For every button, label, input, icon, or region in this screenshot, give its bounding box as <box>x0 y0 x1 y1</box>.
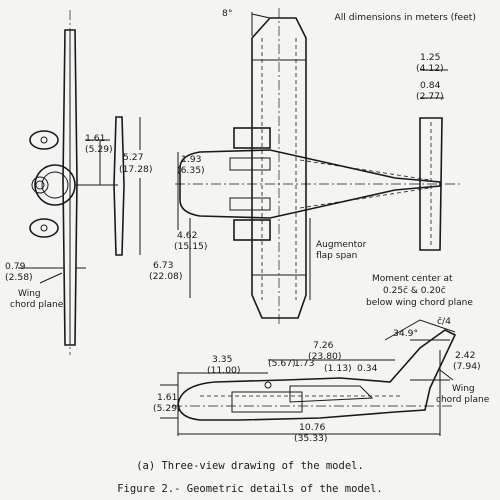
augmentor-label-1: Augmentor <box>316 240 367 250</box>
dim-349-deg: 34.9° <box>393 328 418 339</box>
dim-529-side: (5.29) <box>153 403 181 414</box>
dim-113: (1.13) <box>324 363 352 374</box>
dim-1728: (17.28) <box>119 164 152 175</box>
moment-label-3: below wing chord plane <box>366 298 473 308</box>
angle-8: 8° <box>222 8 232 19</box>
dim-161-front: 1.61 <box>85 133 105 144</box>
front-view <box>18 10 125 355</box>
dim-726: 7.26 <box>313 340 334 351</box>
top-view <box>175 8 460 325</box>
caption-a: (a) Three-view drawing of the model. <box>136 460 364 472</box>
moment-label-1: Moment center at <box>372 274 453 284</box>
dim-193: 1.93 <box>181 154 202 165</box>
wing-chord-label-left-2: chord plane <box>10 300 64 310</box>
dim-3533: (35.33) <box>294 433 327 444</box>
dim-1100: (11.00) <box>207 365 240 376</box>
quarter-chord-label: c̄/4 <box>437 316 451 327</box>
wing-chord-label-right-1: Wing <box>452 384 475 394</box>
dim-2380: (23.80) <box>308 351 341 362</box>
dim-161-side: 1.61 <box>157 392 177 403</box>
dim-079: 0.79 <box>5 261 26 272</box>
dim-335: 3.35 <box>212 354 233 365</box>
figure-caption: Figure 2.- Geometric details of the mode… <box>117 483 383 495</box>
wing-chord-label-right-2: chord plane <box>436 395 490 405</box>
dim-673: 6.73 <box>153 260 174 271</box>
dim-1076: 10.76 <box>299 422 325 433</box>
dim-125: 1.25 <box>420 52 441 63</box>
dim-173: 1.73 <box>294 358 315 369</box>
side-view <box>160 319 457 436</box>
wing-chord-label-left-1: Wing <box>18 289 41 299</box>
dim-635: (6.35) <box>177 165 205 176</box>
dim-794: (7.94) <box>453 361 481 372</box>
augmentor-label-2: flap span <box>316 251 357 261</box>
dim-462: 4.62 <box>177 230 197 241</box>
dim-567: (5.67) <box>268 358 296 369</box>
dim-277: (2.77) <box>416 91 444 102</box>
moment-label-2: 0.25c̄ & 0.20c̄ <box>383 286 446 296</box>
dim-258: (2.58) <box>5 272 33 283</box>
dim-242: 2.42 <box>455 350 475 361</box>
dim-1515: (15.15) <box>174 241 207 252</box>
dim-034: 0.34 <box>357 363 378 374</box>
units-note: All dimensions in meters (feet) <box>334 12 476 23</box>
dim-084: 0.84 <box>420 80 441 91</box>
dim-527: 5.27 <box>123 152 144 163</box>
dim-2208: (22.08) <box>149 271 182 282</box>
dim-412: (4.12) <box>416 63 444 74</box>
dim-529-front: (5.29) <box>85 144 113 155</box>
